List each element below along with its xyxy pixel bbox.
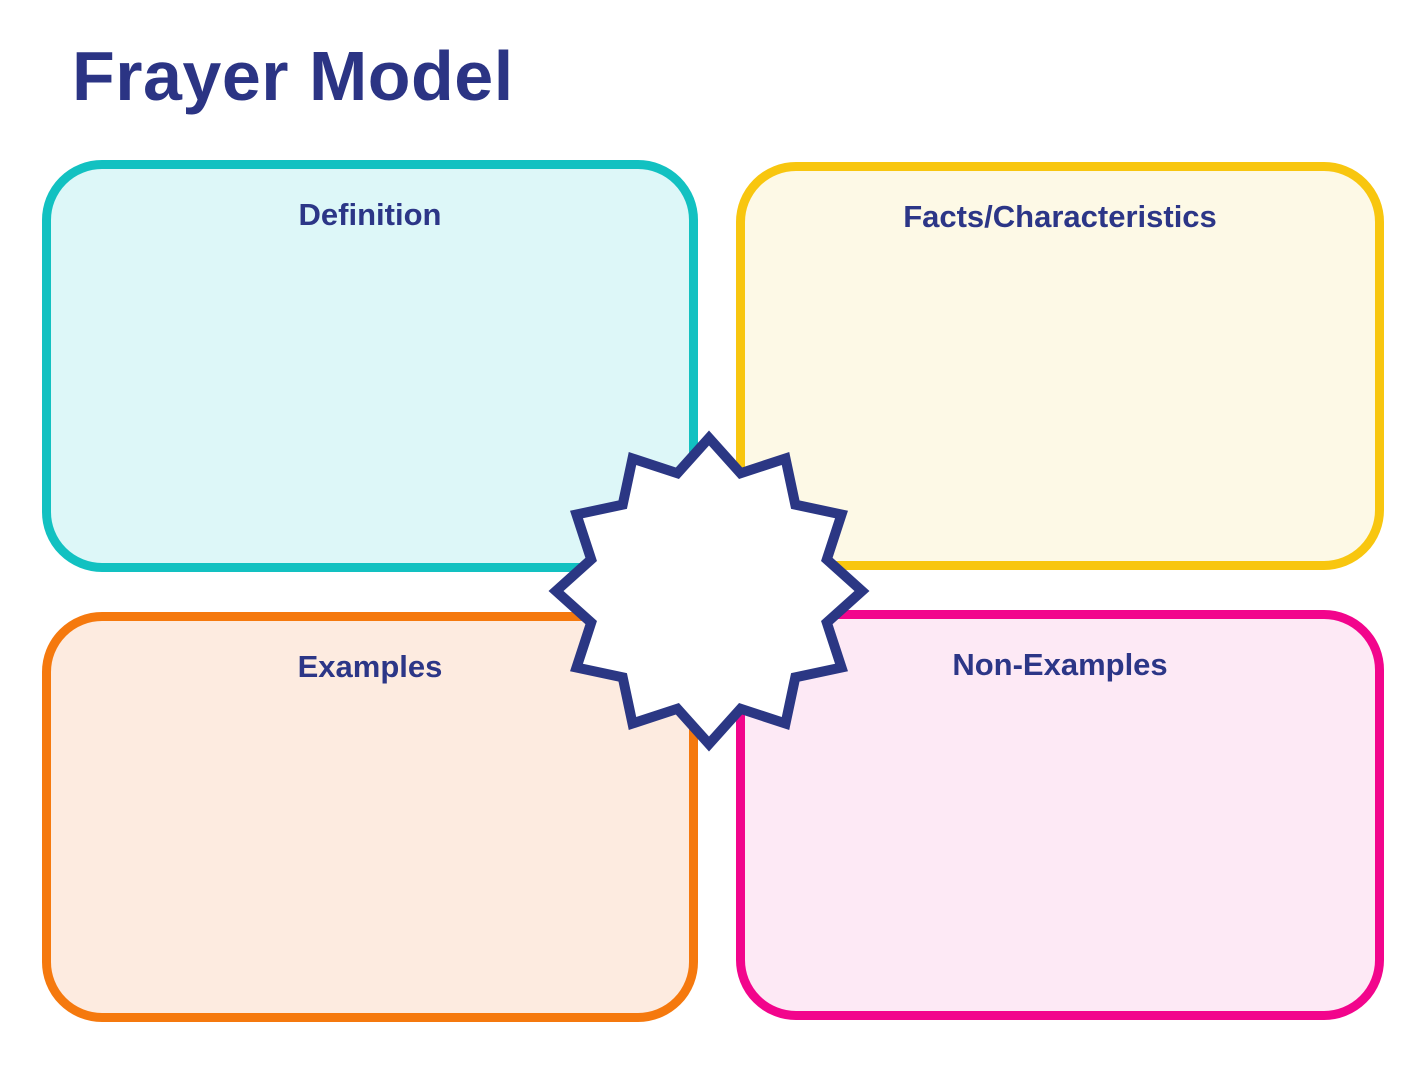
examples-box[interactable]: Examples <box>42 612 698 1022</box>
page-title: Frayer Model <box>72 37 514 115</box>
non-examples-box[interactable]: Non-Examples <box>736 610 1384 1020</box>
facts-characteristics-label: Facts/Characteristics <box>903 199 1217 234</box>
definition-box[interactable]: Definition <box>42 160 698 572</box>
center-term-starburst[interactable] <box>539 421 879 761</box>
starburst-icon <box>548 430 870 752</box>
facts-characteristics-box[interactable]: Facts/Characteristics <box>736 162 1384 570</box>
non-examples-label: Non-Examples <box>952 647 1168 682</box>
examples-label: Examples <box>297 649 443 684</box>
definition-label: Definition <box>298 197 442 232</box>
